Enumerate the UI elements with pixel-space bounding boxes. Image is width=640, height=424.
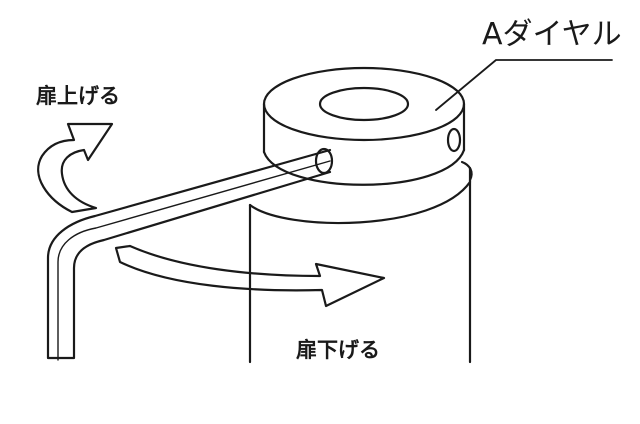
dial-leader-line bbox=[435, 59, 613, 111]
hex-key bbox=[46, 147, 334, 361]
dial-label: Aダイヤル bbox=[482, 17, 622, 52]
hinge-cylinder bbox=[248, 160, 473, 364]
a-dial-ring bbox=[262, 66, 466, 186]
lower-label: 扉下げる bbox=[296, 338, 380, 362]
raise-arrow bbox=[37, 122, 114, 214]
lower-arrow bbox=[114, 244, 386, 308]
raise-label: 扉上げる bbox=[36, 84, 120, 108]
